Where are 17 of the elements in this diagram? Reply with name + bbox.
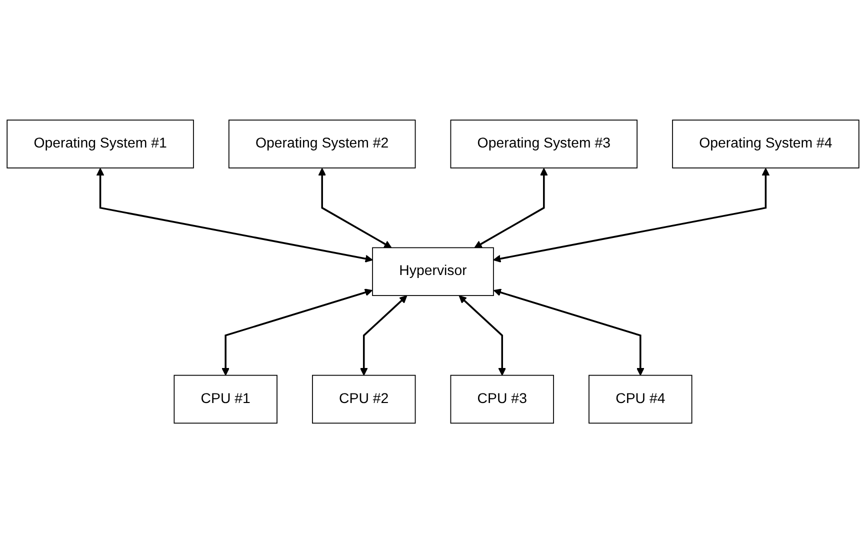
- arrow: [318, 168, 392, 248]
- arrow: [222, 288, 373, 376]
- node-box: Operating System #4: [672, 120, 860, 168]
- node-box: CPU #4: [588, 374, 692, 424]
- arrow: [493, 288, 644, 376]
- arrow: [96, 168, 373, 262]
- node-box: Operating System #3: [450, 120, 638, 168]
- node-box: Operating System #1: [6, 120, 194, 168]
- node-box: Hypervisor: [372, 247, 494, 296]
- arrow: [458, 295, 506, 376]
- node-box: Operating System #2: [228, 120, 416, 168]
- node-box: CPU #1: [174, 374, 278, 424]
- arrow: [360, 295, 408, 376]
- arrow: [493, 168, 770, 262]
- arrow: [474, 168, 548, 248]
- node-box: CPU #3: [450, 374, 554, 424]
- node-box: CPU #2: [312, 374, 416, 424]
